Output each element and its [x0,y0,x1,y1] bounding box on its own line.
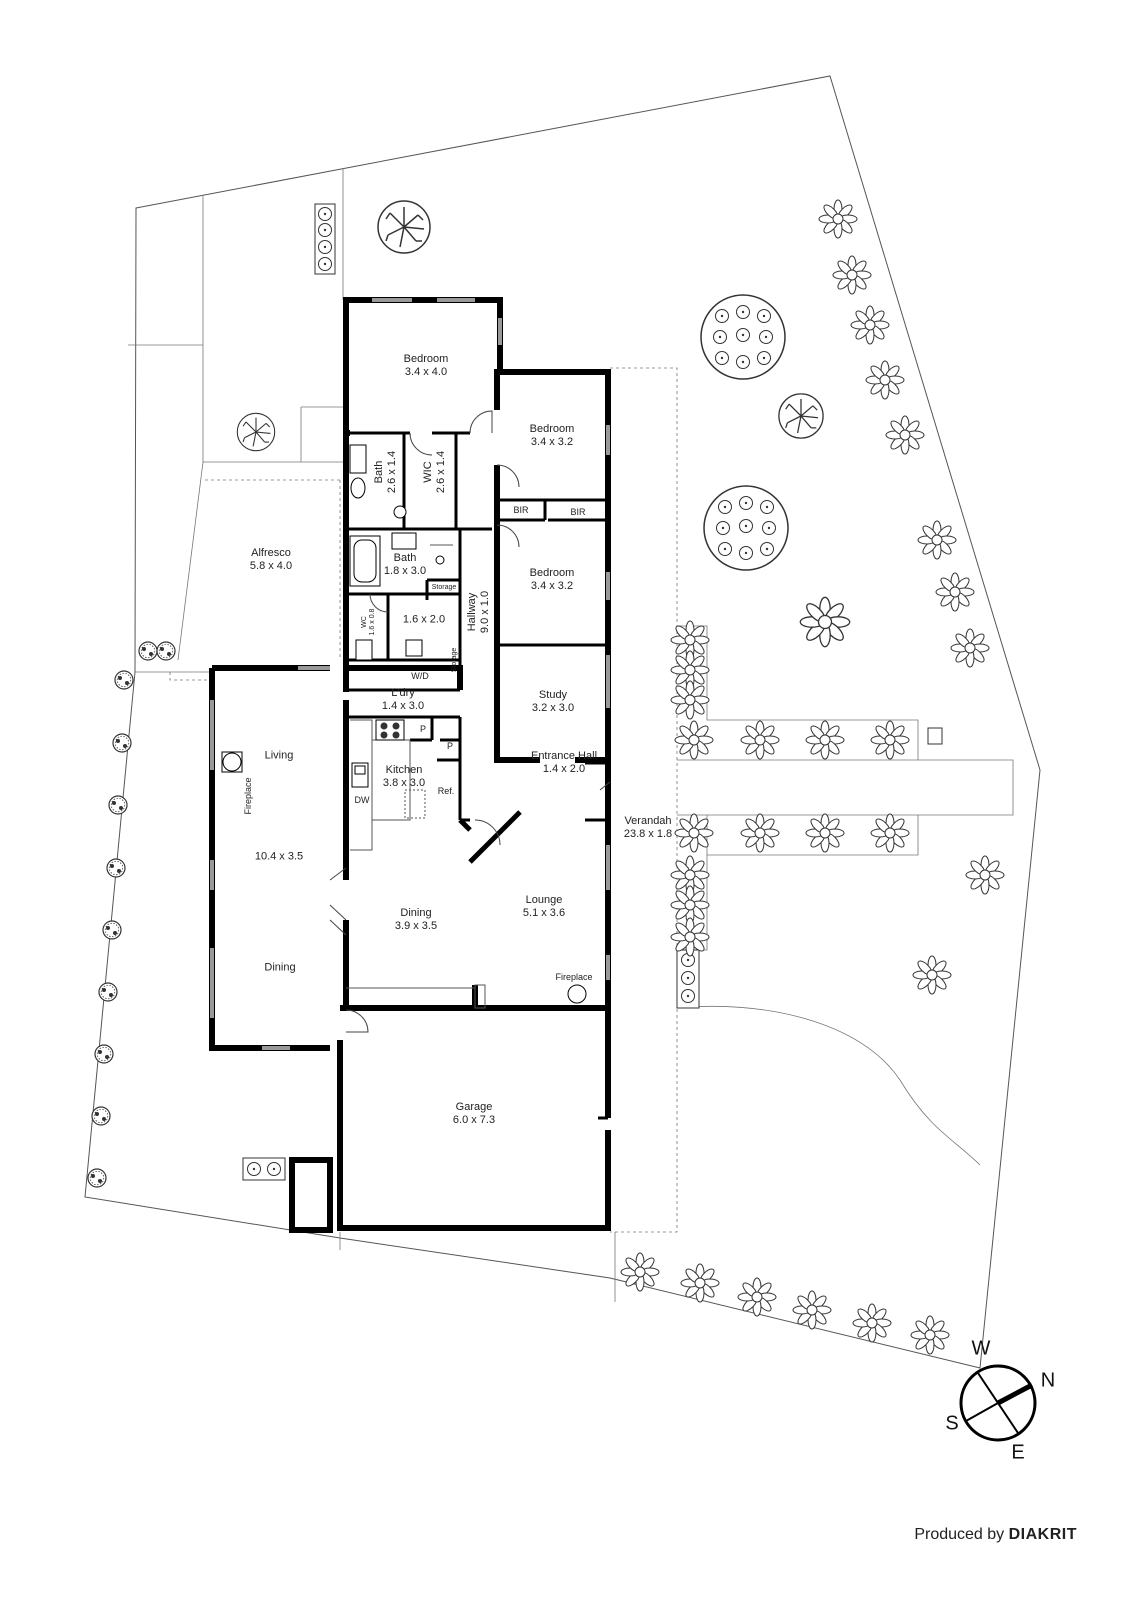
room-label-living-dining: Dining [264,961,296,974]
garden-tree-1 [377,200,431,254]
garden-tree-3 [778,393,824,439]
credit-brand: DIAKRIT [1008,1526,1077,1543]
room-label-fireplace-1: Fireplace [243,777,253,815]
producer-credit: Produced by DIAKRIT [914,1526,1077,1544]
room-label-dw: DW [354,795,370,805]
planter-box-1 [314,203,336,275]
sink [351,762,369,788]
room-label-storage-1: Storage [431,584,457,591]
garden-tree-2 [236,412,276,452]
water-tank [289,1157,333,1233]
room-label-living: Living [264,749,294,762]
planter-box-3 [676,949,700,1009]
planter-box-2 [242,1157,286,1181]
room-label-bir-1: BIR [513,505,529,515]
doors [329,410,611,1033]
room-label-storage-2: Storage [451,647,458,673]
site-lines [128,168,1014,1302]
room-label-passage: 1.6 x 2.0 [402,613,446,626]
room-label-bir-2: BIR [570,507,586,517]
planter-circle-1 [700,294,786,380]
property-boundary [84,75,1041,1369]
compass-north-label: N [1040,1369,1056,1392]
room-label-ref: Ref. [437,786,455,796]
compass-east-label: E [1011,1441,1025,1464]
room-label-wd: W/D [411,671,429,681]
compass-west-label: W [971,1337,991,1360]
room-label-living-dims: 10.4 x 3.5 [254,850,304,863]
shrubs [620,199,1005,1355]
planter-circle-2 [703,485,789,571]
credit-prefix: Produced by [914,1526,1005,1543]
interior-walls [346,431,610,822]
hedge-row [87,641,176,1188]
kitchen-cooktop [375,719,405,741]
compass-south-label: S [945,1412,959,1435]
fixtures [221,444,587,1004]
compass [959,1364,1037,1442]
room-label-pantry-2: P [446,741,454,751]
garden-marker [927,727,943,745]
windows [210,298,610,1050]
room-label-pantry-1: P [419,724,427,734]
room-label-fireplace-2: Fireplace [555,972,593,982]
